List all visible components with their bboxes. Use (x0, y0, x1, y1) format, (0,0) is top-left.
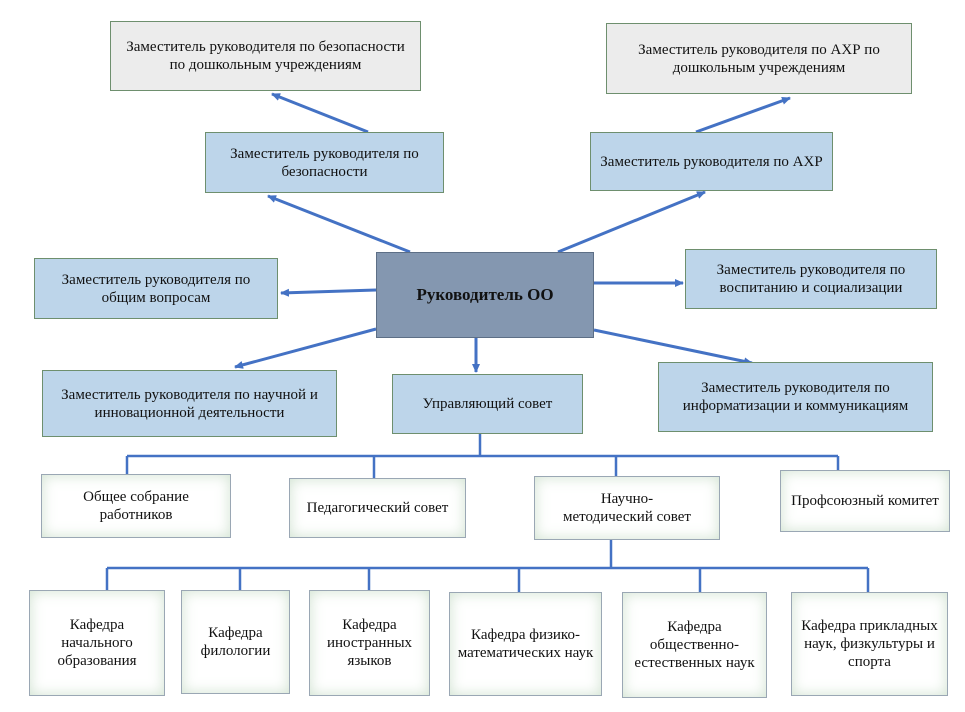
arrow-to-dep-safety-preschool (271, 92, 369, 134)
arrow-to-dep-it (593, 328, 753, 366)
node-pedagogical-council: Педагогический совет (289, 478, 466, 538)
node-trade-union: Профсоюзный комитет (780, 470, 950, 532)
node-dept-primary: Кафедра начального образования (29, 590, 165, 696)
node-dep-general: Заместитель руководителя по общим вопрос… (34, 258, 278, 319)
node-dep-safety-preschool: Заместитель руководителя по безопасности… (110, 21, 421, 91)
node-dept-applied: Кафедра прикладных наук, физкультуры и с… (791, 592, 948, 696)
node-head: Руководитель ОО (376, 252, 594, 338)
node-dep-upbringing: Заместитель руководителя по воспитанию и… (685, 249, 937, 309)
node-dep-ahr-preschool: Заместитель руководителя по АХР по дошко… (606, 23, 912, 94)
node-dept-languages: Кафедра иностранных языков (309, 590, 430, 696)
arrow-to-dep-science (234, 327, 377, 369)
arrow-to-dep-safety (267, 194, 411, 254)
node-general-meeting: Общее собрание работников (41, 474, 231, 538)
node-dep-science: Заместитель руководителя по научной и ин… (42, 370, 337, 437)
node-dept-philology: Кафедра филологии (181, 590, 290, 694)
arrow-to-dep-ahr (557, 190, 706, 254)
arrow-to-dep-ahr-preschool (695, 96, 791, 134)
node-dept-physmath: Кафедра физико-математических наук (449, 592, 602, 696)
node-dept-social: Кафедра общественно-естественных наук (622, 592, 767, 698)
node-dep-safety: Заместитель руководителя по безопасности (205, 132, 444, 193)
arrow-to-dep-general (280, 288, 377, 297)
node-governing-council: Управляющий совет (392, 374, 583, 434)
node-methodical-council: Научно- методический совет (534, 476, 720, 540)
node-dep-ahr: Заместитель руководителя по АХР (590, 132, 833, 191)
node-dep-it: Заместитель руководителя по информатизац… (658, 362, 933, 432)
